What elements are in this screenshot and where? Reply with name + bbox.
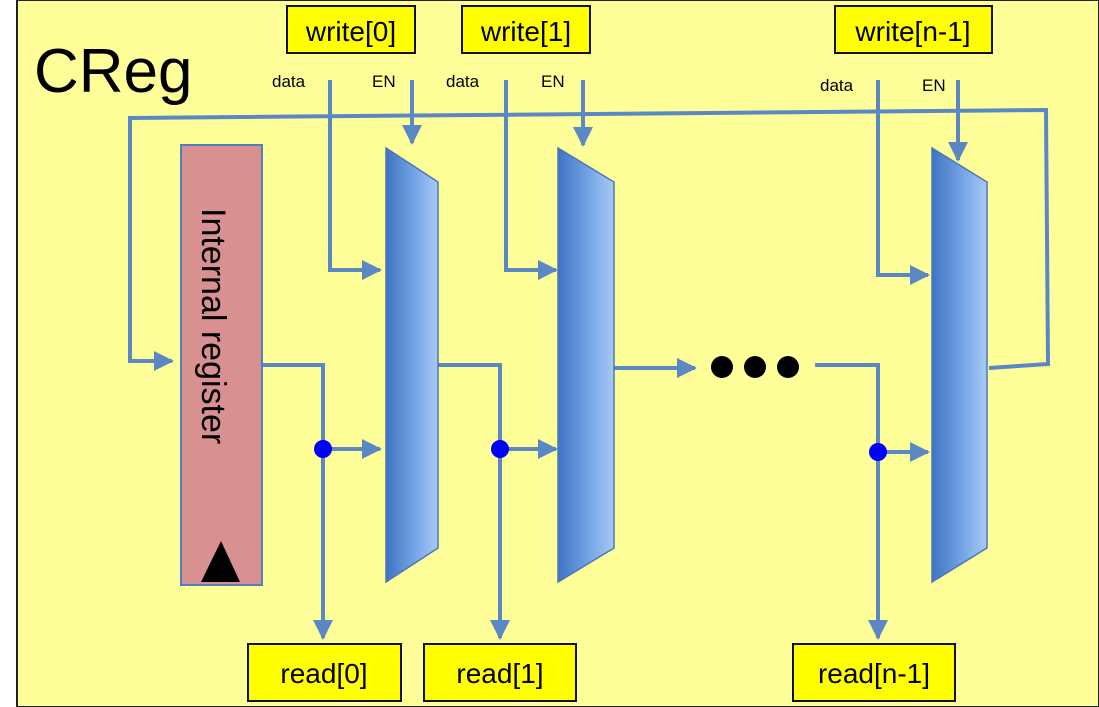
write-port-label: write[1]	[480, 16, 571, 47]
write-port-box	[286, 5, 416, 54]
writen-data-wire	[876, 80, 930, 285]
mux-0	[385, 146, 439, 584]
read-port-1: read[1]	[423, 643, 577, 702]
mux-trapezoid-icon	[385, 146, 439, 584]
junction-dot	[314, 440, 332, 458]
enable-port-label: EN	[922, 76, 946, 95]
clock-triangle-icon	[201, 541, 240, 582]
register-out-wire	[262, 363, 333, 640]
junction-dot	[491, 440, 509, 458]
read-port-box	[247, 643, 402, 702]
read-port-box	[792, 643, 956, 702]
read-port-label: read[1]	[456, 658, 543, 689]
read-port-0: read[0]	[247, 643, 402, 702]
register-box	[180, 144, 263, 586]
mux-1	[557, 146, 615, 584]
mux0-out-wire	[438, 363, 510, 640]
enable-port-label: EN	[541, 72, 565, 91]
read-port-box	[423, 643, 577, 702]
wires	[128, 80, 1051, 640]
register-label: Internal register	[194, 208, 232, 444]
data-port-label: data	[272, 72, 306, 91]
write1-data-wire	[504, 80, 558, 280]
internal-register: Internal register	[180, 144, 263, 586]
read-port-n-1: read[n-1]	[792, 643, 956, 702]
junction-dot	[869, 443, 887, 461]
mux-trapezoid-icon	[557, 146, 615, 584]
diagram-title: CReg	[34, 37, 193, 106]
write-port-box	[461, 5, 591, 54]
write-port-1: write[1] data EN	[446, 5, 591, 91]
ellipsis-out-wire	[815, 363, 888, 640]
read-port-label: read[n-1]	[818, 658, 930, 689]
mux-trapezoid-icon	[931, 146, 988, 584]
mux-n-1	[931, 146, 988, 584]
read-port-label: read[0]	[280, 658, 367, 689]
write0-data-wire	[328, 80, 382, 280]
data-port-label: data	[820, 76, 854, 95]
write-port-label: write[0]	[305, 16, 396, 47]
write-port-box	[834, 5, 993, 54]
write-port-0: write[0] data EN	[272, 5, 416, 91]
feedback-wire	[128, 107, 1051, 371]
enable-port-label: EN	[372, 72, 396, 91]
data-port-label: data	[446, 72, 480, 91]
write-port-label: write[n-1]	[854, 16, 970, 47]
ellipsis-dots-icon	[711, 356, 799, 378]
write-port-n-1: write[n-1] data EN	[820, 5, 993, 95]
